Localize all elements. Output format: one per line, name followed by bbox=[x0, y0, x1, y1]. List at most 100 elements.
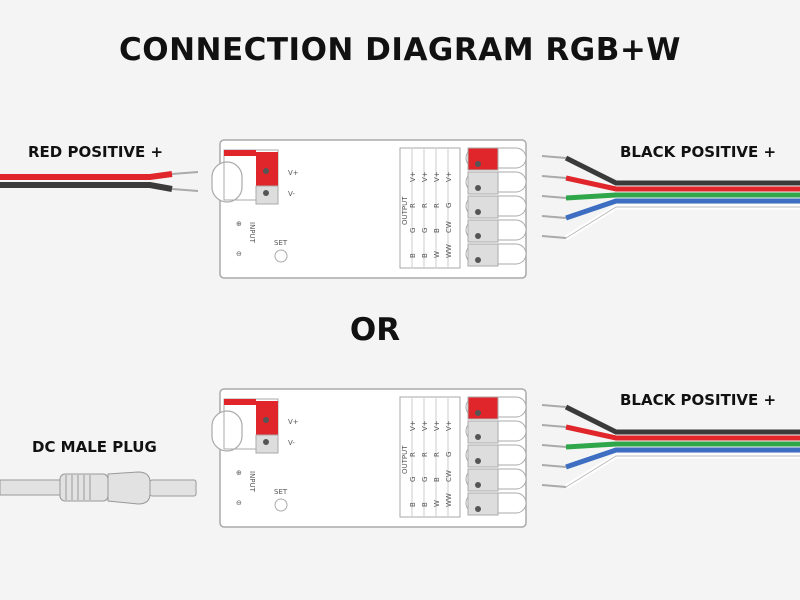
wire-tip bbox=[541, 404, 567, 408]
terminal-screw bbox=[475, 410, 481, 416]
output-column-letter: B bbox=[409, 502, 417, 507]
output-column-letter: R bbox=[421, 452, 429, 457]
v-plus-label: V+ bbox=[288, 418, 299, 426]
terminal-clamp bbox=[467, 171, 499, 195]
output-wire bbox=[564, 204, 800, 241]
wire-tip bbox=[541, 215, 567, 219]
output-column-letter: V+ bbox=[433, 420, 441, 431]
terminal-screw bbox=[475, 506, 481, 512]
output-wire bbox=[565, 447, 800, 470]
output-wire bbox=[564, 155, 800, 186]
output-wire bbox=[565, 192, 800, 201]
output-wire-bundle-bottom bbox=[541, 404, 800, 490]
output-column-letter: V+ bbox=[433, 171, 441, 182]
red-positive-caption: RED POSITIVE + bbox=[28, 143, 164, 161]
output-column-letter: B bbox=[409, 253, 417, 258]
output-column-letter: V+ bbox=[445, 171, 453, 182]
black-positive-caption-bottom: BLACK POSITIVE + bbox=[620, 391, 777, 409]
output-label: OUTPUT bbox=[401, 445, 409, 474]
input-label: INPUT bbox=[248, 222, 256, 244]
output-label: OUTPUT bbox=[401, 196, 409, 225]
terminal-clamp bbox=[467, 219, 499, 243]
output-column-letter: G bbox=[409, 477, 417, 482]
controller-top: V+ V- ⊕ ⊖ INPUT SET OUTPUT BGRV+BGRV+WBR… bbox=[211, 139, 527, 279]
terminal-clamp bbox=[467, 492, 499, 516]
output-column-letter: WW bbox=[445, 244, 453, 258]
plus-symbol: ⊕ bbox=[236, 220, 242, 228]
set-label: SET bbox=[274, 488, 288, 496]
terminal-clamp bbox=[467, 396, 499, 420]
output-column-letter: V+ bbox=[409, 171, 417, 182]
terminal-clamp bbox=[467, 468, 499, 492]
output-wire bbox=[564, 404, 800, 435]
dc-male-plug bbox=[0, 471, 197, 505]
output-column-letter: R bbox=[433, 452, 441, 457]
output-column-letter: R bbox=[433, 203, 441, 208]
output-column-letter: V+ bbox=[421, 420, 429, 431]
v-minus-label: V- bbox=[288, 439, 295, 447]
minus-symbol: ⊖ bbox=[236, 250, 242, 258]
wire-tip bbox=[541, 175, 567, 179]
output-terminal-block bbox=[465, 396, 527, 516]
output-wire-outline bbox=[565, 206, 800, 239]
controller-bottom: V+ V- ⊕ ⊖ INPUT SET OUTPUT BGRV+BGRV+WBR… bbox=[211, 388, 527, 528]
terminal-screw bbox=[475, 233, 481, 239]
output-column-letter: B bbox=[421, 253, 429, 258]
output-column-letter: G bbox=[445, 203, 453, 208]
terminal-screw bbox=[475, 458, 481, 464]
v-plus-label: V+ bbox=[288, 169, 299, 177]
output-wire-bundle-top bbox=[541, 155, 800, 241]
output-column-letter: G bbox=[409, 228, 417, 233]
plus-symbol: ⊕ bbox=[236, 469, 242, 477]
terminal-clamp bbox=[467, 147, 499, 171]
output-column-letter: B bbox=[421, 502, 429, 507]
terminal-screw bbox=[475, 434, 481, 440]
black-positive-caption-top: BLACK POSITIVE + bbox=[620, 143, 777, 161]
output-wire-outline bbox=[565, 455, 800, 488]
terminal-screw bbox=[475, 257, 481, 263]
output-wire bbox=[564, 453, 800, 490]
terminal-clamp bbox=[467, 420, 499, 444]
output-column-letter: WW bbox=[445, 493, 453, 507]
input-label: INPUT bbox=[248, 471, 256, 493]
output-column-letter: R bbox=[409, 203, 417, 208]
wire-tip bbox=[541, 235, 567, 239]
set-button[interactable] bbox=[274, 498, 288, 512]
wire-tip bbox=[541, 424, 567, 428]
output-wire bbox=[565, 198, 800, 221]
output-column-letter: V+ bbox=[445, 420, 453, 431]
wire-tip bbox=[541, 444, 567, 448]
output-column-letter: G bbox=[421, 228, 429, 233]
minus-symbol: ⊖ bbox=[236, 499, 242, 507]
output-column-letter: V+ bbox=[421, 171, 429, 182]
output-wire bbox=[565, 424, 800, 441]
terminal-clamp bbox=[467, 243, 499, 267]
output-column-letter: B bbox=[433, 477, 441, 482]
terminal-screw bbox=[475, 209, 481, 215]
output-column-letter: V+ bbox=[409, 420, 417, 431]
terminal-screw bbox=[475, 482, 481, 488]
v-minus-label: V- bbox=[288, 190, 295, 198]
terminal-screw bbox=[475, 185, 481, 191]
output-column-letter: R bbox=[409, 452, 417, 457]
output-column-letter: R bbox=[421, 203, 429, 208]
wire-tip bbox=[541, 464, 567, 468]
output-column-letter: G bbox=[445, 452, 453, 457]
terminal-clamp bbox=[467, 444, 499, 468]
diagram-title: CONNECTION DIAGRAM RGB+W bbox=[118, 32, 681, 68]
terminal-screw bbox=[475, 161, 481, 167]
set-button[interactable] bbox=[274, 249, 288, 263]
or-separator: OR bbox=[349, 312, 401, 348]
output-column-letter: CW bbox=[445, 221, 453, 233]
input-wire-pair-top bbox=[0, 171, 199, 192]
wire-tip bbox=[541, 155, 567, 159]
output-column-letter: B bbox=[433, 228, 441, 233]
set-label: SET bbox=[274, 239, 288, 247]
dc-male-plug-caption: DC MALE PLUG bbox=[32, 438, 157, 456]
output-column-letter: G bbox=[421, 477, 429, 482]
output-terminal-block bbox=[465, 147, 527, 267]
wire-tip bbox=[541, 195, 567, 199]
